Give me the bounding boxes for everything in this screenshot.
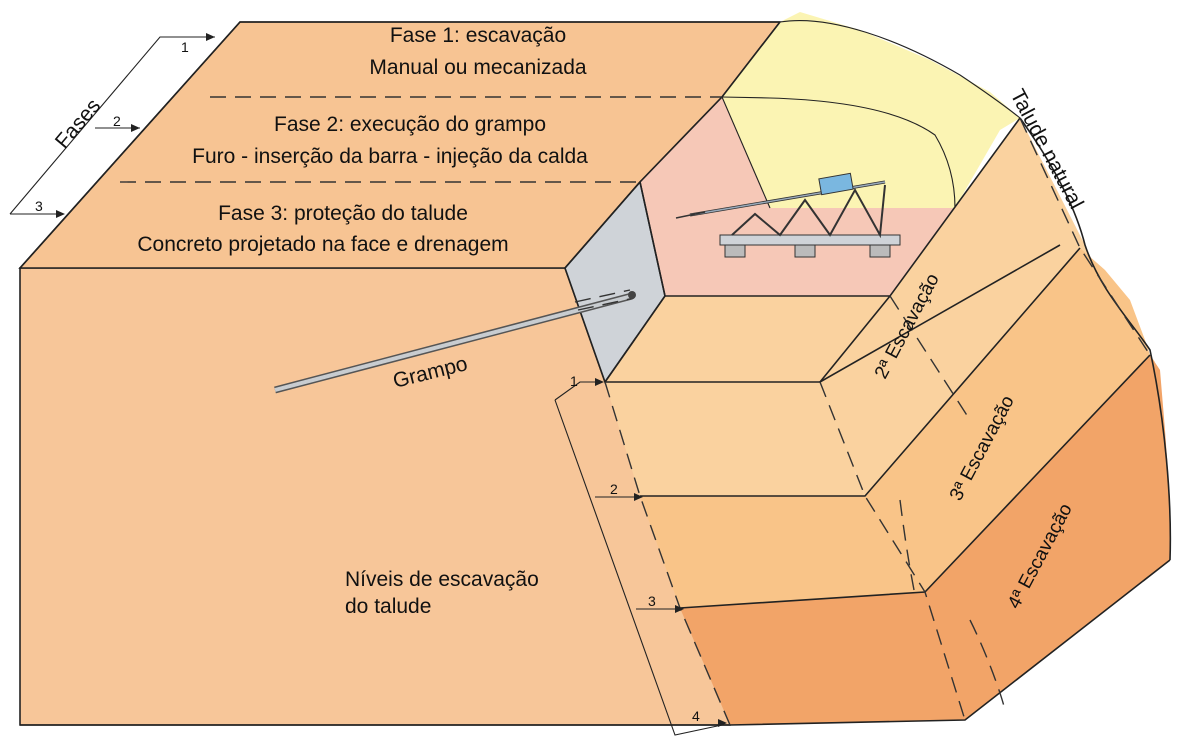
- levels-label-line2: do talude: [345, 595, 431, 618]
- phase3-title: Fase 3: proteção do talude: [218, 202, 468, 225]
- phase1-desc: Manual ou mecanizada: [369, 56, 586, 79]
- phase2-title: Fase 2: execução do grampo: [274, 113, 546, 136]
- excavation-2-floor: [605, 382, 865, 496]
- excavation-3-face: [640, 248, 1150, 608]
- phases-group-label: Fases: [51, 95, 105, 154]
- level-marker-4: 4: [692, 708, 700, 724]
- phase1-title: Fase 1: escavação: [390, 24, 566, 47]
- natural-slope-surface: [722, 12, 1020, 208]
- level-marker-3: 3: [648, 593, 656, 609]
- level-marker-2: 2: [610, 481, 618, 497]
- phase-marker-1: 1: [181, 39, 189, 55]
- phase2-desc: Furo - inserção da barra - injeção da ca…: [192, 145, 588, 168]
- phase-marker-3: 3: [35, 198, 43, 214]
- phase-marker-2: 2: [113, 113, 121, 129]
- phase3-desc: Concreto projetado na face e drenagem: [137, 233, 508, 256]
- levels-bracket: 1 2 3 4: [554, 373, 727, 736]
- soil-nail: [274, 289, 636, 394]
- level-marker-1: 1: [570, 373, 578, 389]
- excavation-4-face: [680, 355, 1170, 725]
- levels-label-line1: Níveis de escavação: [345, 568, 539, 591]
- drill-rig-icon: [675, 172, 901, 258]
